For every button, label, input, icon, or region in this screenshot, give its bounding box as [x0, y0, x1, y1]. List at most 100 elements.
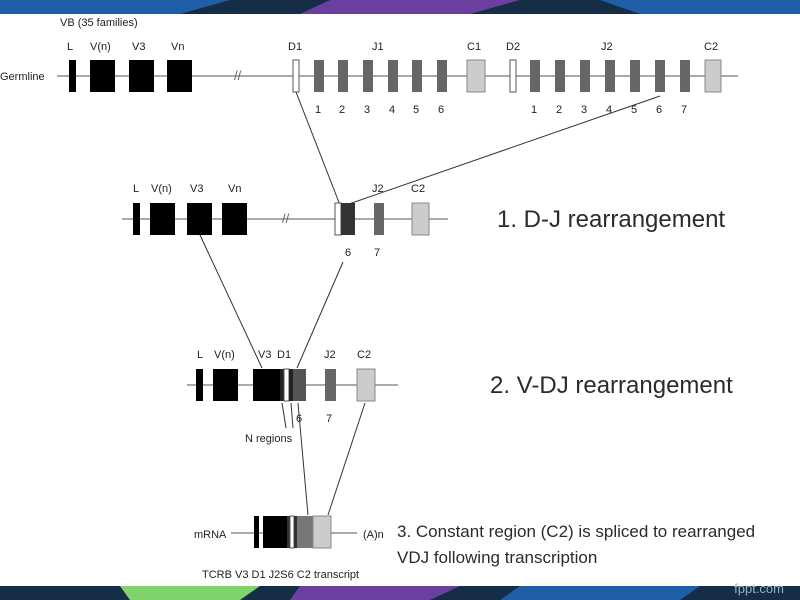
- accent-shape-purple: [300, 0, 520, 14]
- germline-gene-label-l: L: [67, 41, 73, 53]
- dj-break-mark: //: [282, 211, 290, 226]
- germline-j2-segment-5: [630, 60, 640, 92]
- step-2-text: 2. V-DJ rearrangement: [490, 372, 733, 399]
- germline-j1-segment-4: [388, 60, 398, 92]
- vdj-c2-label: C2: [357, 349, 371, 361]
- family-label: VB (35 families): [60, 17, 138, 29]
- dj-j2s7-segment: [374, 203, 384, 235]
- germline-c2-segment: [704, 59, 722, 93]
- step-3-text-line-1: 3. Constant region (C2) is spliced to re…: [397, 522, 755, 541]
- germline-j1-label: J1: [372, 41, 384, 53]
- vdj-n-region-1: [280, 369, 284, 401]
- step-1-text: 1. D-J rearrangement: [497, 206, 725, 233]
- connector-d1-to-dj: [295, 91, 341, 206]
- germline-j2-segment-3: [580, 60, 590, 92]
- vdj-n-region-2: [289, 369, 293, 401]
- mrna-d1-segment: [289, 515, 295, 549]
- germline-break-mark: //: [234, 68, 242, 83]
- germline-j2-number-5: 5: [631, 104, 637, 116]
- germline-j1-segment-1: [314, 60, 324, 92]
- germline-j2-segment-1: [530, 60, 540, 92]
- vdj-gene-label-d1: D1: [277, 349, 291, 361]
- connector-dj-to-vdj: [296, 261, 344, 369]
- vdj-j2-label: J2: [324, 349, 336, 361]
- vdj-l-exon: [196, 369, 203, 401]
- germline-l-exon: [69, 60, 76, 92]
- step-3-text-line-2: VDJ following transcription: [397, 548, 597, 567]
- mrna-c2-segment: [312, 515, 332, 549]
- mrna-v3-segment: [263, 516, 287, 548]
- germline-row-label: Germline: [0, 71, 45, 83]
- germline-j1-number-3: 3: [364, 104, 370, 116]
- n-region-pointer-2: [290, 402, 294, 429]
- vdj-gene-label-vn: V(n): [214, 349, 235, 361]
- germline-j1-number-5: 5: [413, 104, 419, 116]
- germline-j1-number-1: 1: [315, 104, 321, 116]
- germline-j2-number-7: 7: [681, 104, 687, 116]
- accent-shape-blue-right: [600, 0, 800, 14]
- mrna-transcript-caption: TCRB V3 D1 J2S6 C2 transcript: [202, 569, 359, 581]
- dj-j2-label: J2: [372, 183, 384, 195]
- germline-d1-segment: [292, 59, 300, 93]
- germline-d1-label: D1: [288, 41, 302, 53]
- germline-j2-number-6: 6: [656, 104, 662, 116]
- germline-j1-number-6: 6: [438, 104, 444, 116]
- dj-vn-segment: [150, 203, 175, 235]
- mrna-n-region-1: [287, 516, 290, 548]
- connector-j2s6-to-dj: [345, 95, 661, 206]
- vdj-c2-segment: [356, 368, 376, 402]
- vdj-vn-segment: [213, 369, 238, 401]
- germline-j2-segment-2: [555, 60, 565, 92]
- dj-number-7: 7: [374, 247, 380, 259]
- dj-v3-segment: [187, 203, 212, 235]
- germline-c1-segment: [466, 59, 486, 93]
- mrna-j2s6-segment: [297, 516, 313, 548]
- germline-gene-label-vn: V(n): [90, 41, 111, 53]
- germline-c2-label: C2: [704, 41, 718, 53]
- germline-gene-label-vn2: Vn: [171, 41, 184, 53]
- mrna-poly-a-label: (A)n: [363, 529, 384, 541]
- germline-vn-segment: [90, 60, 115, 92]
- vdj-v3-segment: [253, 369, 280, 401]
- dj-vn2-segment: [222, 203, 247, 235]
- germline-vn2-segment: [167, 60, 192, 92]
- germline-d2-label: D2: [506, 41, 520, 53]
- mrna-l-exon: [254, 516, 259, 548]
- dj-gene-label-l: L: [133, 183, 139, 195]
- dj-gene-label-v3: V3: [190, 183, 203, 195]
- germline-j1-number-2: 2: [339, 104, 345, 116]
- germline-j2-segment-7: [680, 60, 690, 92]
- dj-c2-segment: [411, 202, 430, 236]
- germline-j1-segment-2: [338, 60, 348, 92]
- slide-canvas: VB (35 families) Germline L V(n) V3 Vn /…: [0, 14, 800, 586]
- n-region-pointer-1: [281, 402, 287, 429]
- germline-j1-cluster: [314, 60, 447, 92]
- germline-j1-segment-6: [437, 60, 447, 92]
- dj-c2-label: C2: [411, 183, 425, 195]
- tcrb-rearrangement-diagram: VB (35 families) Germline L V(n) V3 Vn /…: [0, 17, 755, 581]
- germline-j1-segment-3: [363, 60, 373, 92]
- dj-l-exon: [133, 203, 140, 235]
- dj-d1-segment: [334, 202, 342, 236]
- vdj-number-7: 7: [326, 413, 332, 425]
- germline-gene-label-v3: V3: [132, 41, 145, 53]
- germline-j2-number-2: 2: [556, 104, 562, 116]
- germline-j2-number-1: 1: [531, 104, 537, 116]
- accent-shape-blue: [0, 0, 230, 14]
- germline-j1-segment-5: [412, 60, 422, 92]
- vdj-gene-label-v3: V3: [258, 349, 271, 361]
- germline-j2-number-4: 4: [606, 104, 612, 116]
- accent-shape-green: [120, 586, 260, 600]
- vdj-j2s7-segment: [325, 369, 336, 401]
- germline-c1-label: C1: [467, 41, 481, 53]
- mrna-row-label: mRNA: [194, 529, 227, 541]
- footer-brand: fppt.com: [734, 581, 784, 596]
- germline-j2-number-3: 3: [581, 104, 587, 116]
- dj-gene-label-vn2: Vn: [228, 183, 241, 195]
- germline-j2-cluster: [530, 60, 690, 92]
- germline-j2-segment-4: [605, 60, 615, 92]
- dj-gene-label-vn: V(n): [151, 183, 172, 195]
- connector-v3-to-vdj: [199, 234, 263, 369]
- accent-shape-blue-bottom: [500, 586, 700, 600]
